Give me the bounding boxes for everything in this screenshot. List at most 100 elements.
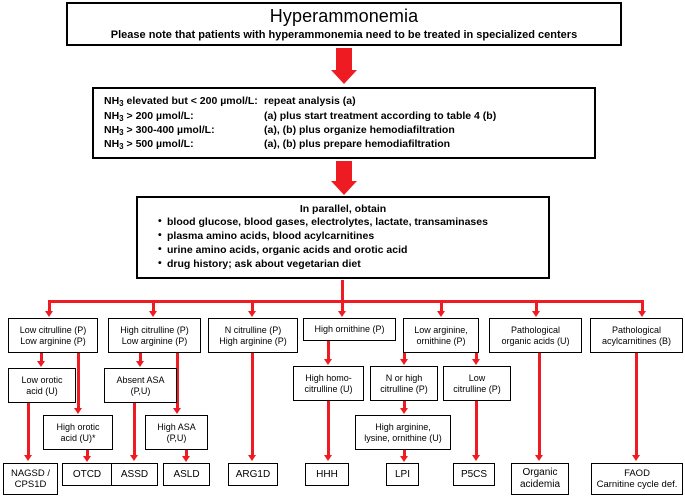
arrow-l2c-to-d6-head [323,455,332,461]
bus-arrowhead-1 [44,311,53,317]
level2-box-high-homocitrulline[interactable]: High homo- citrulline (U) [293,366,364,401]
arrow-l2b-to-d3-shaft [133,403,136,456]
diagnosis-line-1: OTCD [72,468,102,480]
nh3-row: NH3 > 500 µmol/L: (a), (b) plus prepare … [104,137,496,151]
diagnosis-box-lpi[interactable]: LPI [386,463,419,486]
branch-box-high-citrulline-low-arginine[interactable]: High citrulline (P) Low arginine (P) [108,318,201,353]
in-parallel-box: In parallel, obtain blood glucose, blood… [136,196,550,279]
list-item: plasma amino acids, blood acylcarnitines [158,229,546,244]
arrow-l2e-to-d8-head [471,455,480,461]
level3-box-high-arginine-lysine-ornithine[interactable]: High arginine, lysine, ornithine (U) [355,415,451,450]
nh3-row: NH3 > 200 µmol/L: (a) plus start treatme… [104,109,496,123]
branch-box-low-citrulline-low-arginine[interactable]: Low citrulline (P) Low arginine (P) [8,318,98,353]
nh3-action: (a), (b) plus prepare hemodiafiltration [264,138,451,151]
level3-line-2: (P,U) [166,432,187,443]
arrow-b5-to-l2d-head [399,359,408,365]
nh3-condition: NH3 > 500 µmol/L: [104,138,194,152]
arrow-b5-to-l2d-shaft [403,353,406,360]
arrow-l3a-to-d2-head [82,456,91,462]
level2-box-n-or-high-citrulline[interactable]: N or high citrulline (P) [370,366,438,401]
nh3-row: NH3 > 300-400 µmol/L: (a), (b) plus orga… [104,123,496,137]
level2-line-2: (P,U) [130,385,151,396]
page-title: Hyperammonemia [269,6,419,27]
diagnosis-line-1: Organic [522,467,558,479]
header-box: Hyperammonemia Please note that patients… [66,2,622,46]
diagnosis-line-1: HHH [316,468,338,480]
arrow-b1-to-l2a-shaft [40,353,43,362]
arrow-b6-to-d9-shaft [538,353,541,456]
level2-box-low-citrulline[interactable]: Low citrulline (P) [443,366,511,401]
arrow-l3b-to-d4-head [181,456,190,462]
diagnosis-box-organic-acidemia[interactable]: Organic acidemia [511,463,569,495]
bus-arrowhead-6 [531,311,540,317]
arrow-b5-to-l2e-head [471,359,480,365]
branch-box-n-citrulline-high-arginine[interactable]: N citrulline (P) High arginine (P) [208,318,298,353]
diagnosis-box-asld[interactable]: ASLD [163,463,210,486]
branch-box-pathological-acylcarnitines[interactable]: Pathological acylcarnitines (B) [590,318,683,353]
diagnosis-box-hhh[interactable]: HHH [305,463,349,486]
level3-line-2: acid (U)* [60,432,96,443]
diagnosis-box-nagsd-cps1d[interactable]: NAGSD / CPS1D [3,463,58,495]
level2-box-absent-asa[interactable]: Absent ASA (P,U) [104,368,177,403]
diagnosis-box-assd[interactable]: ASSD [111,463,158,486]
diagnosis-line-1: ASLD [173,468,200,480]
branch-line-1: High citrulline (P) [120,324,189,335]
bus-arrowhead-2 [148,311,157,317]
arrow-l3a-to-d2-shaft [86,450,89,457]
arrow-b3-to-d5-shaft [251,353,254,456]
list-item: blood glucose, blood gases, electrolytes… [158,215,546,230]
level3-box-high-orotic-acid[interactable]: High orotic acid (U)* [43,415,113,450]
arrow-l2d-to-l3c-head [399,408,408,414]
arrow-b7-to-d10-shaft [635,353,638,456]
nh3-action: (a) plus start treatment according to ta… [264,109,497,122]
branch-line-2: acylcarnitines (B) [601,335,672,346]
nh3-table: NH3 elevated but < 200 µmol/L: repeat an… [104,94,496,152]
diagnosis-box-faod[interactable]: FAOD Carnitine cycle def. [591,463,683,495]
branch-box-low-arginine-ornithine[interactable]: Low arginine, ornithine (P) [403,318,479,353]
arrow-b1-to-l3a-head [73,408,82,414]
level3-line-1: High arginine, [375,421,431,432]
nh3-condition: NH3 > 300-400 µmol/L: [104,124,215,137]
arrow-b1-to-l3a-shaft [77,353,80,409]
bus-stem [341,280,344,302]
nh3-row: NH3 elevated but < 200 µmol/L: repeat an… [104,94,496,108]
level2-line-1: Absent ASA [116,374,165,385]
branch-line-2: Low arginine (P) [121,335,188,346]
bus-drop-4 [341,300,344,312]
level2-box-low-orotic-acid[interactable]: Low orotic acid (U) [8,368,76,403]
nh3-condition: NH3 elevated but < 200 µmol/L: [104,95,258,109]
arrow-l2a-to-d1-shaft [27,403,30,456]
arrow-l2a-to-d1-head [23,455,32,461]
header-subtitle: Please note that patients with hyperammo… [110,28,578,41]
diagnosis-box-arg1d[interactable]: ARG1D [228,463,278,486]
diagnosis-line-2: Carnitine cycle def. [596,479,678,490]
diagnosis-line-1: P5CS [460,468,488,480]
diagnosis-box-p5cs[interactable]: P5CS [453,463,495,486]
bus-drop-1 [48,300,51,312]
branch-line-1: Pathological [611,324,662,335]
arrow-b2-to-l3b-head [172,408,181,414]
level3-line-1: High ASA [157,421,196,432]
arrow-l3b-to-d4-shaft [185,450,188,457]
bus-arrowhead-5 [436,311,445,317]
diagnosis-line-2: CPS1D [14,479,47,490]
arrow-l3c-to-d7-head [399,456,408,462]
branch-line-1: N citrulline (P) [224,324,282,335]
bus-arrowhead-3 [247,311,256,317]
branch-box-pathological-organic-acids[interactable]: Pathological organic acids (U) [489,318,582,353]
bus-drop-2 [152,300,155,312]
arrow-l2b-to-d3-head [129,455,138,461]
level2-line-2: acid (U) [26,385,58,396]
level3-box-high-asa[interactable]: High ASA (P,U) [145,415,208,450]
bus-arrowhead-4 [337,311,346,317]
diagnosis-box-otcd[interactable]: OTCD [62,463,112,486]
arrow-header-to-nh3-head [331,70,357,84]
diagnosis-line-1: ARG1D [235,468,271,480]
arrow-b4-to-l2c-head [323,359,332,365]
branch-line-1: Pathological [510,324,561,335]
arrow-b2-to-l2b-shaft [139,353,142,362]
arrow-b6-to-d9-head [534,455,543,461]
arrow-b4-to-l2c-shaft [327,341,330,360]
branch-box-high-ornithine[interactable]: High ornithine (P) [303,318,396,341]
list-item: urine amino acids, organic acids and oro… [158,243,546,258]
